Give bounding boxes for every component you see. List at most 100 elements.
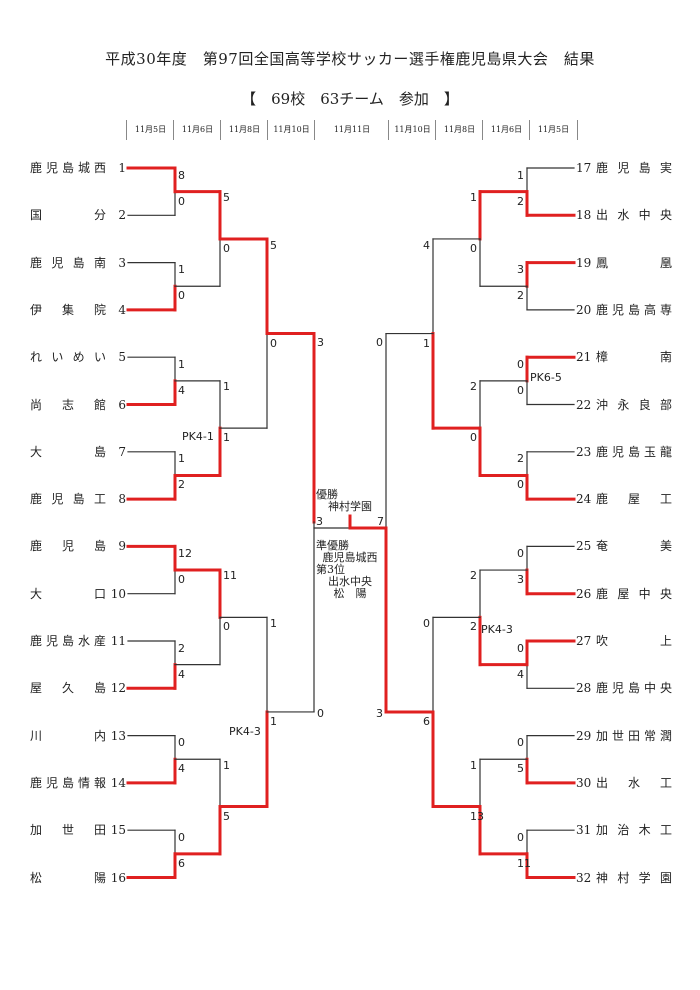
team-number: 16 [110, 870, 126, 885]
team-name: 伊集院 [30, 302, 106, 317]
team-name: 樟南 [596, 350, 672, 365]
team-right: 24 鹿屋工 [576, 491, 672, 507]
team-name: 大口 [30, 586, 106, 601]
score: 0 [517, 641, 524, 655]
score: 1 [223, 431, 230, 445]
round-dates-header: 11月5日 11月6日 11月8日 11月10日 11月11日 11月10日 1… [0, 120, 700, 142]
team-name: 神村学園 [596, 870, 672, 885]
score: 5 [223, 190, 230, 204]
score: 2 [470, 380, 477, 394]
score: 7 [377, 515, 384, 528]
team-name: 鹿児島実 [596, 161, 672, 175]
team-number: 32 [576, 870, 592, 885]
score: 12 [178, 547, 192, 561]
page-subtitle: 【 69校 63チーム 参加 】 [241, 90, 459, 108]
team-right: 32 神村学園 [576, 870, 672, 886]
team-number: 6 [118, 397, 126, 412]
team-name: 尚志館 [30, 397, 106, 412]
score: 6 [178, 856, 185, 870]
team-name: 吹上 [596, 634, 672, 648]
placement-block: 準優勝 鹿児島城西 第3位 出水中央 松 陽 [312, 540, 388, 600]
score: 2 [517, 452, 524, 466]
team-name: 加治木工 [596, 823, 672, 838]
team-name: 鹿児島中央 [596, 681, 672, 696]
score: 0 [470, 431, 477, 445]
team-number: 26 [576, 586, 592, 601]
score: 0 [223, 241, 230, 255]
team-number: 15 [110, 823, 126, 838]
team-number: 30 [576, 775, 592, 790]
team-name: 加世田 [30, 823, 106, 838]
team-number: 22 [576, 397, 592, 412]
score: 3 [317, 336, 324, 349]
team-name: 鹿屋工 [596, 492, 672, 507]
team-left: 尚志館 6 [30, 397, 126, 413]
score: 5 [517, 762, 524, 776]
round-date: 11月6日 [482, 120, 530, 140]
score: 0 [517, 736, 524, 750]
team-left: 加世田 15 [30, 822, 126, 838]
team-name: 鹿児島高専 [596, 302, 672, 317]
team-right: 26 鹿屋中央 [576, 586, 672, 602]
team-left: 屋久島 12 [30, 680, 126, 696]
team-name: 奄美 [596, 539, 672, 554]
team-name: 鹿児島 [30, 539, 106, 554]
team-name: 鹿屋中央 [596, 586, 672, 601]
score: 2 [470, 620, 477, 634]
score: 1 [178, 452, 185, 466]
team-name: 出水中央 [596, 208, 672, 223]
team-name: 屋久島 [30, 681, 106, 696]
third-team-1: 出水中央 [328, 575, 372, 588]
team-number: 11 [110, 634, 126, 648]
score: 8 [178, 168, 185, 182]
score: 4 [178, 383, 185, 397]
team-number: 3 [118, 255, 126, 270]
score: 3 [517, 263, 524, 277]
score: 1 [517, 168, 524, 182]
team-left: れいめい 5 [30, 349, 126, 365]
score: 1 [270, 616, 277, 630]
score: 0 [470, 241, 477, 255]
team-name: れいめい [30, 350, 106, 365]
team-name: 鹿児島玉龍 [596, 444, 672, 459]
team-name: 鹿児島城西 [30, 161, 106, 175]
pk-label: PK6-5 [530, 371, 562, 384]
team-name: 大島 [30, 444, 106, 459]
score: 1 [223, 380, 230, 394]
round-date: 11月10日 [267, 120, 315, 140]
score: 11 [517, 856, 531, 870]
score: 3 [517, 573, 524, 587]
score: 1 [470, 758, 477, 772]
score: 2 [178, 641, 185, 655]
team-number: 24 [576, 492, 592, 507]
team-number: 5 [118, 350, 126, 365]
team-number: 10 [110, 586, 126, 601]
round-date: 11月8日 [220, 120, 268, 140]
score: 4 [178, 762, 185, 776]
score: 5 [223, 809, 230, 823]
third-label: 第3位 [316, 563, 345, 576]
team-name: 鹿児島工 [30, 492, 106, 507]
score: 0 [517, 830, 524, 844]
score: 2 [470, 569, 477, 583]
score: 3 [376, 707, 383, 720]
team-number: 23 [576, 444, 592, 459]
score: 1 [178, 263, 185, 277]
pk-label: PK4-1 [182, 430, 214, 443]
score: 13 [470, 809, 484, 823]
team-number: 12 [110, 681, 126, 696]
score: 4 [423, 238, 430, 252]
score: 0 [178, 736, 185, 750]
